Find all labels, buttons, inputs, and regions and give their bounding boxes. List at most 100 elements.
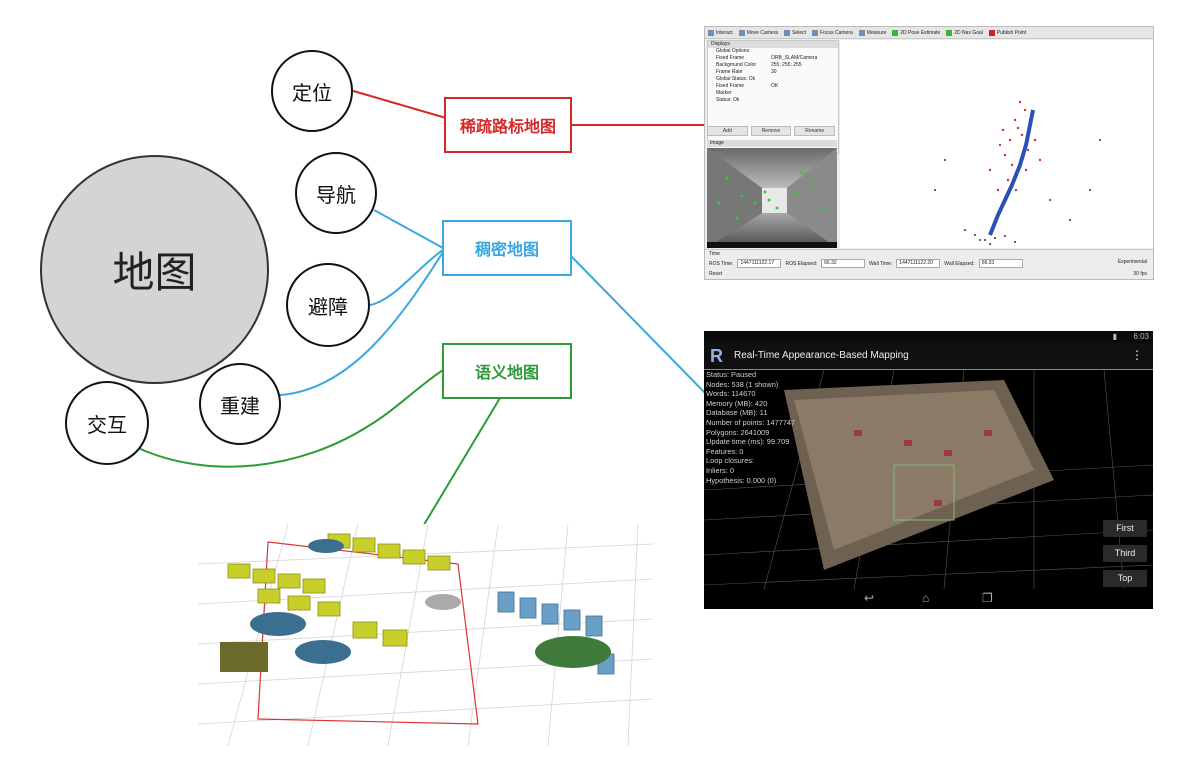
- status-bar: 6:03 ▮: [704, 331, 1153, 343]
- stat-line: Number of points: 1477747: [706, 417, 796, 427]
- chairs-yellow: [227, 533, 451, 647]
- rviz-window: Interact Move Camera Select Focus Camera…: [704, 26, 1154, 280]
- view-first-button[interactable]: First: [1103, 520, 1147, 537]
- use-avoidance-circle: 避障: [286, 263, 370, 347]
- camera-trajectory: [988, 109, 1035, 236]
- pin-icon: [988, 29, 995, 36]
- back-icon[interactable]: ↩: [864, 591, 875, 605]
- android-nav-bar: ↩ ⌂ ❐: [704, 589, 1153, 609]
- select-icon: [784, 29, 791, 36]
- display-row[interactable]: Status: Ok: [716, 97, 740, 103]
- remove-button[interactable]: Remove: [750, 126, 792, 136]
- table-blue-3: [308, 539, 344, 553]
- tool-2d-nav-goal[interactable]: 2D Nav Goal: [946, 29, 983, 36]
- table-green: [535, 636, 611, 668]
- fps-readout: 30 fps: [1133, 271, 1147, 277]
- ruler-icon: [858, 29, 865, 36]
- overflow-menu-icon[interactable]: ⋮: [1131, 348, 1143, 362]
- stat-line: Database (MB): 11: [706, 408, 768, 418]
- display-row[interactable]: Global Options: [716, 48, 750, 54]
- semantic-scene: [198, 524, 653, 746]
- use-localization-label: 定位: [292, 80, 332, 105]
- semantic-map-box: 语义地图: [442, 343, 572, 399]
- tool-publish-point[interactable]: Publish Point: [988, 29, 1026, 36]
- tool-move-camera[interactable]: Move Camera: [738, 29, 778, 36]
- ros-elapsed-label: ROS Elapsed:: [785, 260, 818, 267]
- stat-line: Polygons: 2641009: [706, 427, 770, 437]
- reset-button[interactable]: Reset: [709, 271, 723, 277]
- connector-localization-sparse: [349, 89, 447, 119]
- wall-time-field[interactable]: 1447111122.20: [896, 259, 941, 268]
- goal-arrow-icon: [946, 29, 953, 36]
- move-icon: [738, 29, 745, 36]
- table-blue-2: [295, 640, 351, 664]
- experimental-checkbox[interactable]: Experimental: [1117, 259, 1147, 265]
- wall-elapsed-field[interactable]: 66.33: [978, 259, 1023, 268]
- connector-navigation-dense: [373, 209, 444, 249]
- time-fields: ROS Time: 1447111122.17 ROS Elapsed: 66.…: [709, 259, 1023, 268]
- table-blue-1: [250, 612, 306, 636]
- use-interaction-label: 交互: [87, 412, 127, 437]
- stat-line: Words: 114670: [706, 389, 756, 399]
- display-row[interactable]: Global Status: Ok: [716, 76, 756, 82]
- stat-line: Nodes: 538 (1 shown): [706, 379, 779, 389]
- focus-icon: [812, 29, 818, 36]
- stats-overlay: Status: Paused Nodes: 538 (1 shown) Word…: [706, 370, 795, 485]
- home-icon[interactable]: ⌂: [922, 591, 930, 605]
- app-title: Real-Time Appearance-Based Mapping: [734, 350, 909, 361]
- add-button[interactable]: Add: [707, 126, 748, 136]
- tool-measure[interactable]: Measure: [858, 29, 886, 36]
- dense-map-label: 稠密地图: [474, 240, 539, 259]
- wall-elapsed-label: Wall Elapsed:: [944, 260, 975, 267]
- stat-line: Features: 0: [706, 446, 744, 456]
- image-panel-title: Image: [707, 140, 837, 147]
- tool-interact[interactable]: Interact: [708, 29, 733, 36]
- app-bar: R Real-Time Appearance-Based Mapping ⋮: [704, 343, 1153, 370]
- wall-time-label: Wall Time:: [869, 260, 893, 267]
- stat-line: Inliers: 0: [706, 465, 734, 475]
- camera-image: [707, 148, 837, 248]
- ros-elapsed-field[interactable]: 66.32: [821, 259, 866, 268]
- tool-2d-pose[interactable]: 2D Pose Estimate: [892, 29, 940, 36]
- tool-select[interactable]: Select: [784, 29, 806, 36]
- stat-line: Loop closures:: [706, 456, 755, 466]
- sparse-map-label: 稀疏路标地图: [459, 117, 556, 136]
- use-interaction-circle: 交互: [65, 381, 149, 465]
- tool-focus-camera[interactable]: Focus Camera: [812, 29, 853, 36]
- stat-line: Hypothesis: 0.000 (0): [706, 475, 777, 485]
- semantic-map-render: [198, 524, 653, 746]
- pose-arrow-icon: [892, 29, 899, 36]
- display-row[interactable]: Marker: [716, 90, 732, 96]
- 3d-reconstruction-view[interactable]: [704, 369, 1153, 590]
- stat-line: Update time (ms): 99.709: [706, 437, 790, 447]
- rename-button[interactable]: Rename: [794, 126, 836, 136]
- view-top-button[interactable]: Top: [1103, 570, 1147, 587]
- time-panel: Time ROS Time: 1447111122.17 ROS Elapsed…: [705, 249, 1153, 279]
- rtabmap-android-screen: 6:03 ▮ R Real-Time Appearance-Based Mapp…: [704, 331, 1153, 609]
- use-reconstruction-circle: 重建: [199, 363, 281, 445]
- use-localization-circle: 定位: [271, 50, 353, 132]
- rviz-toolbar: Interact Move Camera Select Focus Camera…: [705, 27, 1153, 39]
- use-navigation-circle: 导航: [295, 152, 377, 234]
- stat-line: Memory (MB): 420: [706, 398, 768, 408]
- ros-time-label: ROS Time:: [709, 260, 734, 267]
- rviz-3d-view[interactable]: [840, 40, 1153, 248]
- corridor-image: [707, 148, 837, 248]
- recents-icon[interactable]: ❐: [982, 591, 993, 605]
- stat-line: Status: Paused: [706, 370, 757, 379]
- dense-map-box: 稠密地图: [442, 220, 572, 276]
- view-third-button[interactable]: Third: [1103, 545, 1147, 562]
- sparse-landmark-cloud: [934, 100, 1101, 245]
- ros-time-field[interactable]: 1447111122.17: [737, 259, 782, 268]
- map-center-label: 地图: [112, 248, 197, 297]
- map-center-circle: 地图: [40, 155, 269, 384]
- connector-semantic-image: [421, 397, 501, 529]
- cursor-icon: [708, 29, 714, 36]
- use-navigation-label: 导航: [316, 182, 356, 207]
